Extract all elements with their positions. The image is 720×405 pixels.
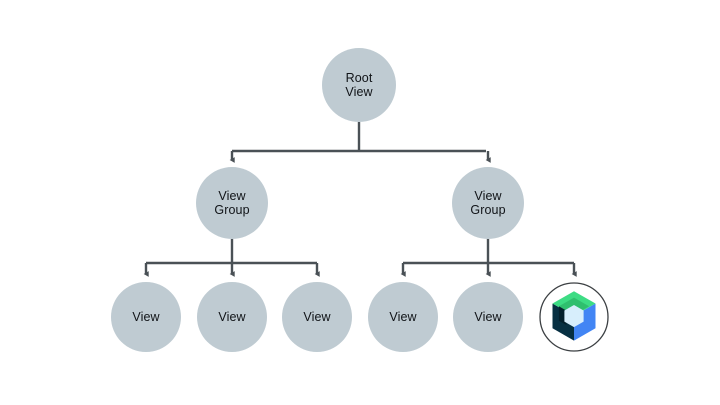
node-view-2[interactable] — [197, 282, 267, 352]
compose-center-hexagon — [564, 305, 584, 328]
node-view-group-left[interactable] — [196, 167, 268, 239]
node-view-5[interactable] — [453, 282, 523, 352]
connector-group-right-viewgroup — [400, 239, 577, 277]
node-view-4[interactable] — [368, 282, 438, 352]
connector-group-left-viewgroup — [143, 239, 320, 277]
node-root-view[interactable] — [322, 48, 396, 122]
node-compose[interactable] — [539, 282, 609, 352]
compose-right-face — [574, 303, 596, 341]
node-view-3[interactable] — [282, 282, 352, 352]
node-view-group-right[interactable] — [452, 167, 524, 239]
connector-group-level-1 — [229, 122, 491, 163]
node-view-1[interactable] — [111, 282, 181, 352]
jetpack-compose-icon — [552, 291, 596, 341]
